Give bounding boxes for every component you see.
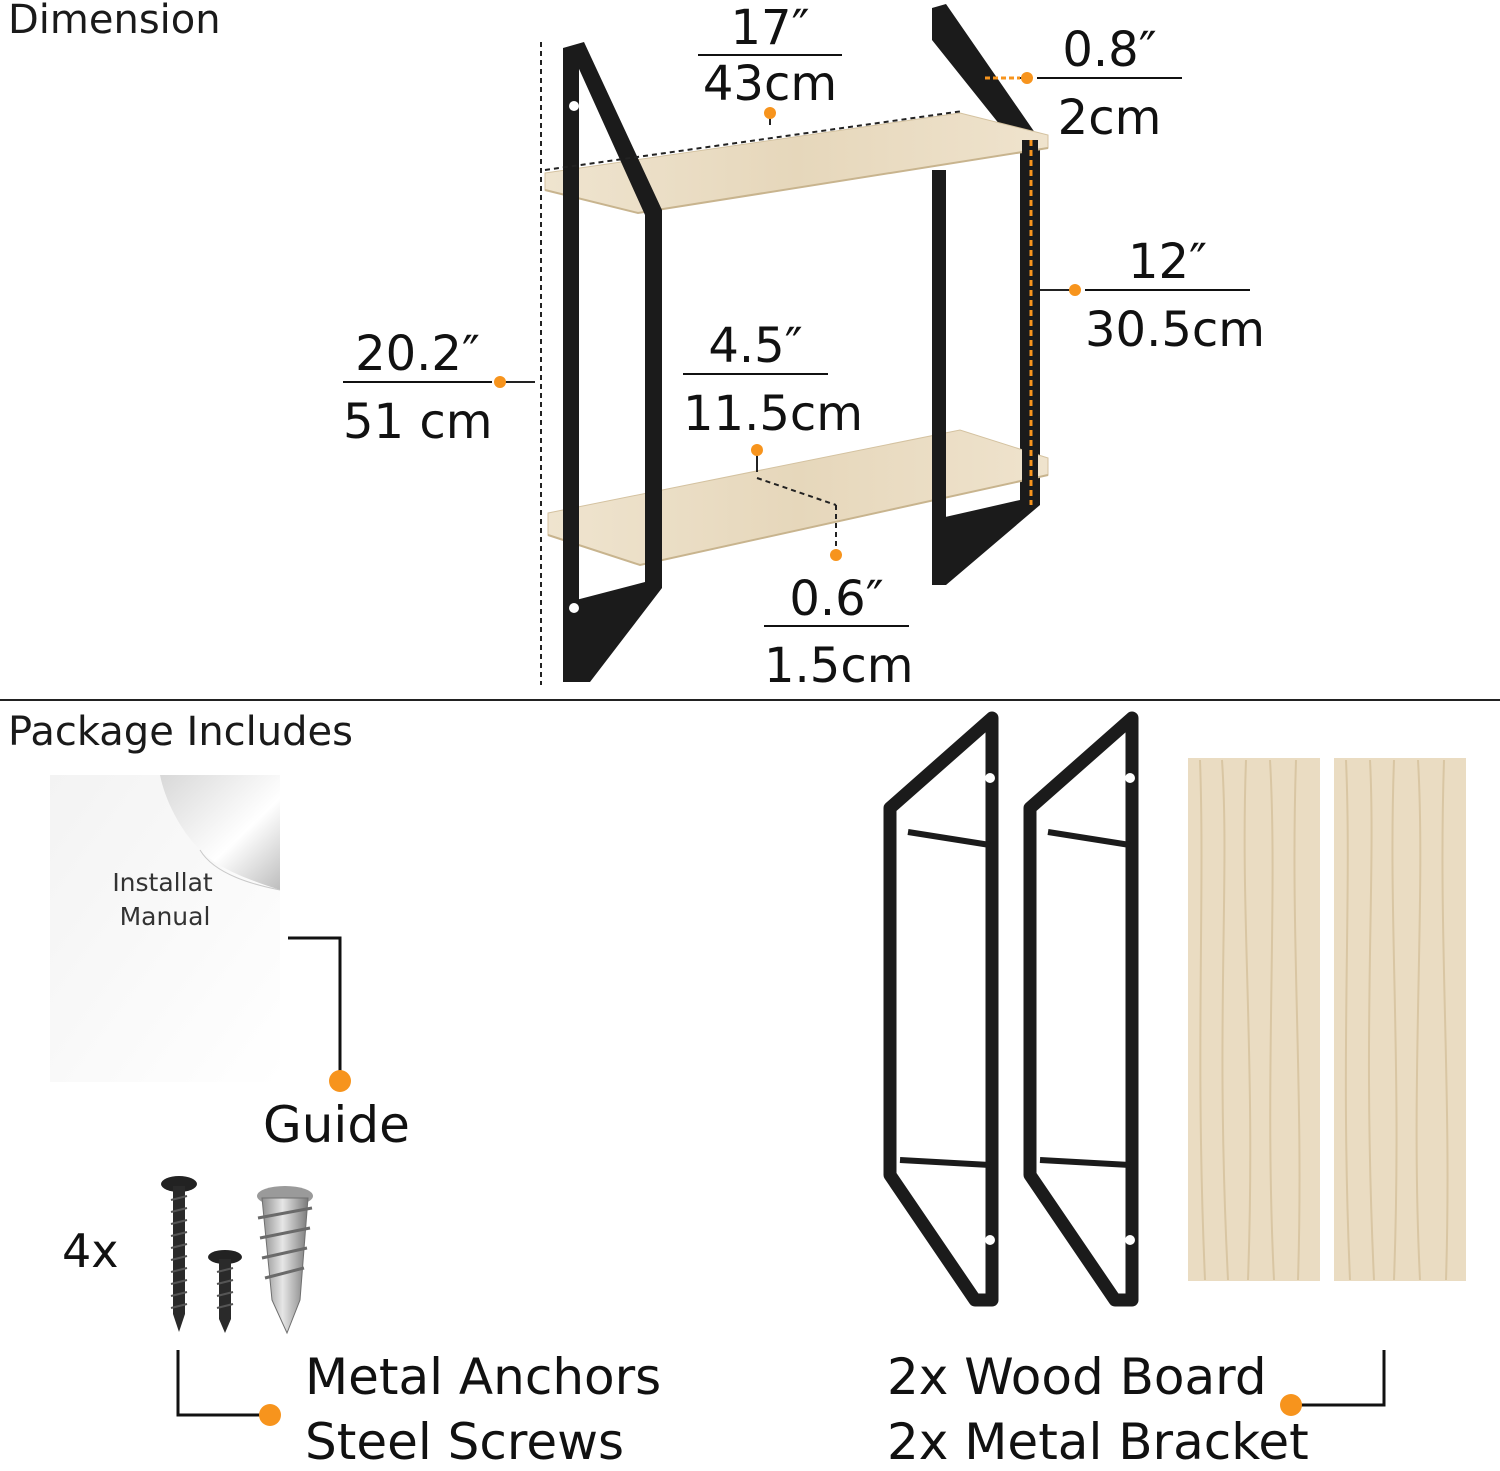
hardware-leader	[176, 1350, 281, 1426]
installation-manual	[50, 775, 281, 1082]
hardware-label-anchors: Metal Anchors	[305, 1348, 662, 1406]
callout-dots	[494, 72, 1081, 561]
shelf-spacing-cm: 30.5cm	[1085, 302, 1266, 358]
board-thickness-inches: 0.6″	[789, 571, 884, 627]
parts-label-wood-board: 2x Wood Board	[887, 1348, 1267, 1406]
total-height-cm: 51 cm	[343, 394, 493, 450]
fraction-bars	[343, 54, 1250, 627]
package-section-title: Package Includes	[8, 709, 353, 755]
manual-title-line1: Installat	[112, 868, 218, 897]
metal-bracket-2	[1023, 711, 1139, 1307]
long-screw-icon	[161, 1176, 197, 1332]
bracket-width-cm: 2cm	[1057, 90, 1162, 146]
short-screw-icon	[208, 1250, 242, 1333]
metal-bracket-1	[883, 711, 999, 1307]
shelf-depth-inches: 4.5″	[708, 318, 803, 374]
parts-label-metal-bracket: 2x Metal Bracket	[887, 1413, 1309, 1471]
guide-label: Guide	[263, 1096, 410, 1154]
shelf-spacing-inches: 12″	[1127, 234, 1207, 290]
shelf-assembly	[544, 4, 1049, 682]
shelf-depth-cm: 11.5cm	[683, 386, 864, 442]
guide-leader	[288, 936, 351, 1092]
hardware-label-screws: Steel Screws	[305, 1413, 625, 1471]
bracket-width-inches: 0.8″	[1062, 22, 1157, 78]
shelf-length-inches: 17″	[730, 0, 810, 56]
shelf-length-cm: 43cm	[702, 56, 838, 112]
hardware-quantity: 4x	[62, 1224, 119, 1278]
parts-leader	[1280, 1350, 1386, 1416]
dimension-section-title: Dimension	[8, 0, 221, 43]
board-thickness-cm: 1.5cm	[764, 638, 914, 694]
wall-anchor-icon	[257, 1186, 313, 1335]
manual-title-line2: Manual	[119, 902, 211, 931]
wood-board-2	[1334, 758, 1466, 1281]
total-height-inches: 20.2″	[355, 326, 480, 382]
wood-board-1	[1188, 758, 1320, 1281]
